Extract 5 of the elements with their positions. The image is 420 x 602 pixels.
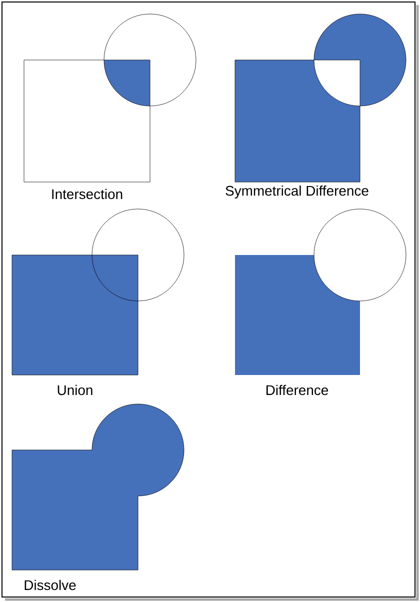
- caption: Intersection: [52, 188, 122, 200]
- caption: Difference: [266, 384, 328, 396]
- caption: Union: [58, 384, 92, 396]
- caption: Symmetrical Difference: [226, 186, 368, 198]
- caption: Dissolve: [24, 580, 76, 590]
